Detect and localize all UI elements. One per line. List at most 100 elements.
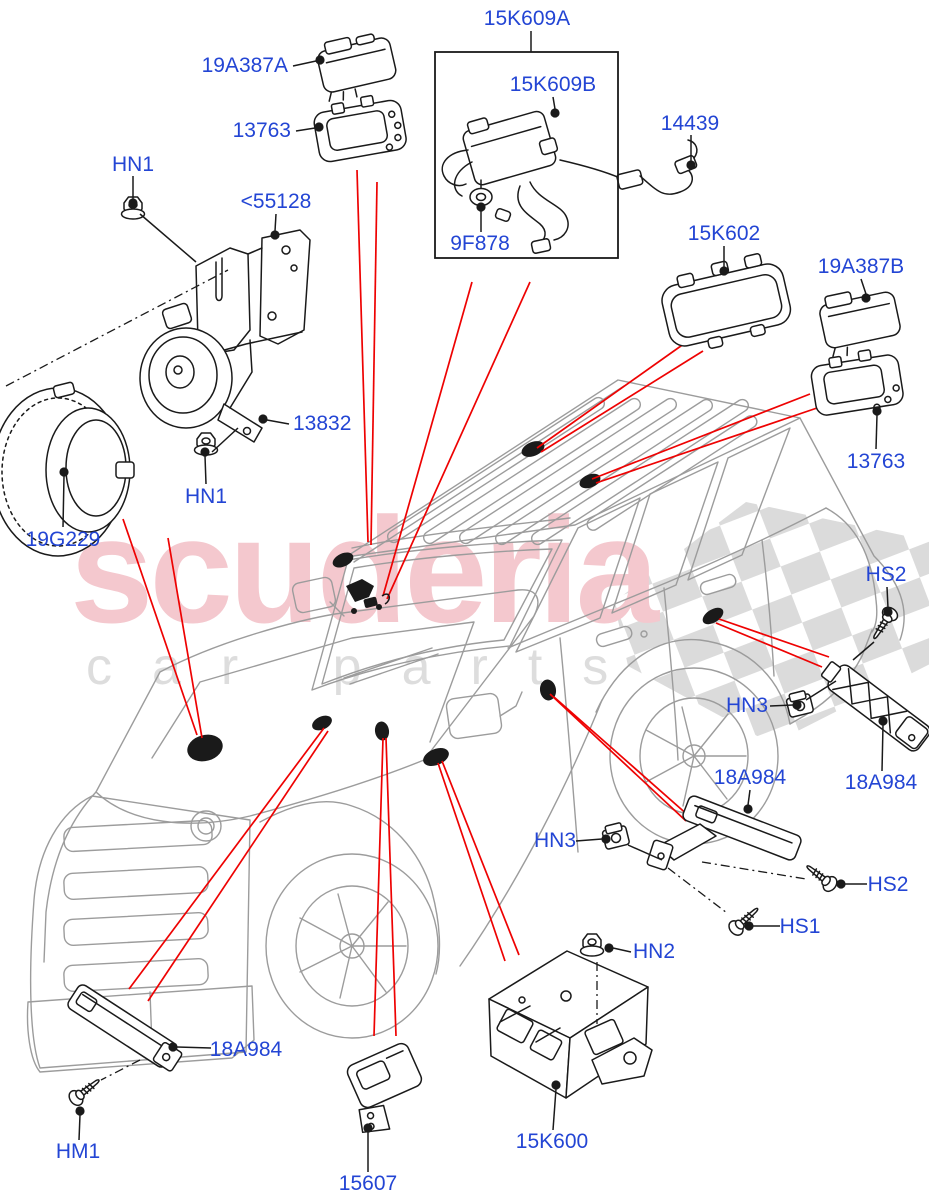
mount-point xyxy=(521,441,545,457)
module-19a387b-drawing xyxy=(819,291,901,358)
beltline xyxy=(507,507,827,649)
leader-18A984-bottom xyxy=(176,1046,212,1049)
screw-hm1 xyxy=(65,1073,105,1109)
part-label-18A984-bottom: 18A984 xyxy=(210,1038,283,1061)
part-label-55128: <55128 xyxy=(241,190,312,213)
part-label-13763-right: 13763 xyxy=(847,450,905,473)
red-locator-line xyxy=(382,281,473,597)
mount-point xyxy=(423,748,449,766)
roof-panel xyxy=(345,379,801,558)
leader-dot-15607 xyxy=(363,1123,373,1133)
part-label-HN1-mid: HN1 xyxy=(185,485,227,508)
front-bumper xyxy=(26,985,255,1073)
leader-dot-13763-top xyxy=(314,122,324,132)
part-label-15K600: 15K600 xyxy=(516,1130,588,1153)
front-wheel xyxy=(265,853,439,1039)
mount-point xyxy=(374,721,390,741)
leader-19A387B xyxy=(860,278,867,295)
leader-18A984-right xyxy=(881,724,884,772)
leader-19G229 xyxy=(62,475,65,528)
rear-wheel-arch xyxy=(595,638,791,725)
leader-dot-HS2-mid xyxy=(836,879,846,889)
leader-dot-14439 xyxy=(686,160,696,170)
leader-18A984-mid xyxy=(747,789,751,806)
leader-HN2 xyxy=(612,947,632,953)
leader-dot-HM1 xyxy=(75,1106,85,1116)
leader-13763-right xyxy=(875,414,878,450)
right-mirror xyxy=(445,692,503,740)
part-label-15K609B: 15K609B xyxy=(510,73,596,96)
siren-19g229-drawing xyxy=(0,381,135,557)
part-label-HM1: HM1 xyxy=(56,1140,100,1163)
part-label-19A387B: 19A387B xyxy=(818,255,904,278)
red-locator-line xyxy=(437,762,506,962)
red-locator-line xyxy=(370,181,378,546)
part-drawings xyxy=(0,33,929,1134)
part-label-HS2-topright: HS2 xyxy=(866,563,907,586)
part-label-HS1: HS1 xyxy=(780,915,821,938)
assembly-line xyxy=(805,680,837,701)
leader-dot-19A387A xyxy=(315,55,325,65)
part-label-13832: 13832 xyxy=(293,412,351,435)
vehicle-illustration xyxy=(26,379,905,1073)
leader-HM1 xyxy=(78,1114,81,1141)
leader-HS2-topright xyxy=(886,586,889,609)
alignment-dash-line xyxy=(701,861,807,880)
door-handle xyxy=(595,625,633,648)
windshield xyxy=(311,539,563,691)
part-label-HN1-top: HN1 xyxy=(112,153,154,176)
red-locator-line xyxy=(718,618,830,658)
door-handle xyxy=(699,573,737,596)
leader-dot-HN1-mid xyxy=(200,447,210,457)
bracket-55128-drawing xyxy=(195,229,311,355)
leader-dot-19A387B xyxy=(861,293,871,303)
leader-dot-13763-right xyxy=(872,406,882,416)
red-locator-line xyxy=(441,760,520,956)
leader-dot-19G229 xyxy=(59,467,69,477)
red-locator-line xyxy=(553,696,699,825)
assembly-line xyxy=(139,213,197,263)
mount-points xyxy=(187,441,724,766)
part-label-14439: 14439 xyxy=(661,112,719,135)
red-locator-line xyxy=(595,407,818,484)
horn-13832-drawing xyxy=(139,302,263,443)
red-locator-line xyxy=(167,537,203,739)
leader-dot-HS1 xyxy=(744,921,754,931)
leader-HN3-right xyxy=(769,704,794,707)
red-locator-line xyxy=(385,737,397,1037)
leader-dot-13832 xyxy=(258,414,268,424)
antenna-18a984-bottom-drawing xyxy=(67,984,183,1072)
part-label-18A984-mid: 18A984 xyxy=(714,766,787,789)
side-window xyxy=(611,461,719,614)
nut-hn2 xyxy=(579,933,605,957)
leader-dot-HN3-mid xyxy=(601,834,611,844)
part-label-HS2-mid: HS2 xyxy=(868,873,909,896)
leader-13763-top xyxy=(295,127,316,132)
mount-point xyxy=(702,607,724,625)
screw-hs2-mid xyxy=(801,859,841,895)
leader-HN3-mid xyxy=(575,838,603,842)
kit-15k609b-drawing xyxy=(441,110,621,254)
leader-dot-HN2 xyxy=(604,943,614,953)
mount-point xyxy=(332,552,354,568)
leader-dot-18A984-mid xyxy=(743,804,753,814)
red-locator-line xyxy=(536,335,696,449)
leader-15K600 xyxy=(552,1088,557,1131)
part-label-15K609A: 15K609A xyxy=(484,7,570,30)
red-locator-line xyxy=(356,169,369,543)
part-label-HN3-right: HN3 xyxy=(726,694,768,717)
headlamp xyxy=(190,810,222,842)
alignment-dash-line xyxy=(5,269,229,387)
assembly-line xyxy=(852,641,875,661)
wiper xyxy=(343,647,439,685)
left-mirror xyxy=(291,576,337,614)
leader-dot-15K602 xyxy=(719,266,729,276)
red-locator-line xyxy=(715,622,823,668)
kit-group-box xyxy=(434,51,619,259)
module-15k600-drawing xyxy=(488,950,653,1099)
part-label-18A984-right: 18A984 xyxy=(845,771,918,794)
leader-dot-15K600 xyxy=(551,1080,561,1090)
part-number-labels: 19A387A15K609A1376315K609B14439HN1<55128… xyxy=(26,7,918,1195)
